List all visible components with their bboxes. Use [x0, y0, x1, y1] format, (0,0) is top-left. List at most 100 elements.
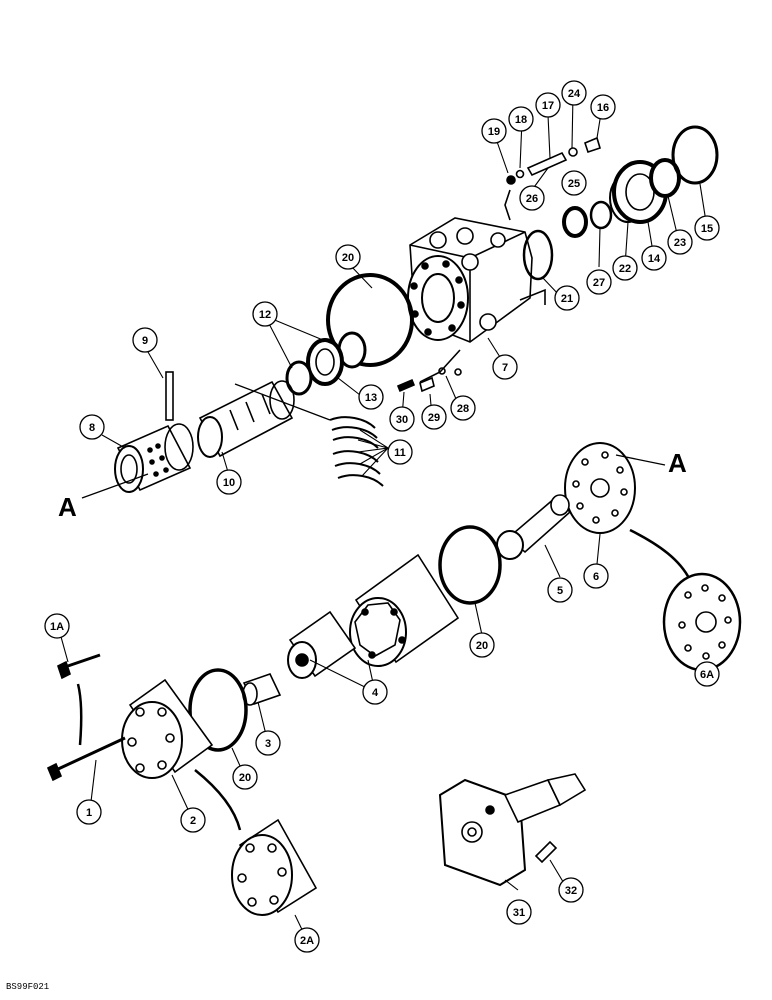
svg-text:10: 10 — [223, 477, 235, 489]
callout-27: 27 — [586, 269, 612, 295]
svg-text:12: 12 — [259, 309, 271, 321]
callout-25: 25 — [561, 170, 587, 196]
callout-22: 22 — [612, 255, 638, 281]
callout-2: 2 — [180, 807, 206, 833]
o-ring-lower — [188, 668, 248, 752]
o-ring-18 — [515, 169, 525, 179]
callout-29: 29 — [421, 404, 447, 430]
svg-text:21: 21 — [561, 293, 573, 305]
callout-30: 30 — [389, 406, 415, 432]
bearing-race-inner — [285, 360, 313, 396]
svg-text:4: 4 — [372, 687, 379, 699]
seal-23 — [649, 158, 681, 198]
callout-bubbles: 1 1A 2 2A 3 4 5 6 6A 7 8 9 10 11 12 13 1… — [44, 80, 720, 953]
relief-valve-17 — [526, 151, 568, 177]
ball-28 — [438, 367, 446, 375]
callout-3: 3 — [255, 730, 281, 756]
callout-28: 28 — [450, 395, 476, 421]
svg-text:13: 13 — [365, 392, 377, 404]
svg-text:2A: 2A — [300, 935, 314, 947]
svg-text:22: 22 — [619, 263, 631, 275]
svg-text:20: 20 — [476, 640, 488, 652]
gerotor-rotor — [287, 610, 357, 679]
svg-text:5: 5 — [557, 585, 563, 597]
callout-1a: 1A — [44, 613, 70, 639]
callout-9: 9 — [132, 327, 158, 353]
o-ring-upper — [326, 273, 414, 367]
callout-6: 6 — [583, 563, 609, 589]
gerotor-ring — [349, 553, 460, 667]
callout-8: 8 — [79, 414, 105, 440]
svg-text:28: 28 — [457, 403, 469, 415]
o-ring-middle — [438, 525, 502, 605]
section-mark-a-right: A — [668, 448, 687, 478]
callout-11: 11 — [387, 439, 413, 465]
svg-text:1: 1 — [86, 807, 92, 819]
svg-text:17: 17 — [542, 100, 554, 112]
callout-21: 21 — [554, 285, 580, 311]
svg-text:20: 20 — [239, 772, 251, 784]
callout-16: 16 — [590, 94, 616, 120]
end-cap — [121, 678, 214, 779]
callout-14: 14 — [641, 245, 667, 271]
callout-6a: 6A — [694, 661, 720, 687]
centering-springs — [329, 416, 384, 487]
svg-text:31: 31 — [513, 907, 525, 919]
figure-reference: BS99F021 — [6, 982, 50, 992]
svg-text:30: 30 — [396, 414, 408, 426]
callout-17: 17 — [535, 92, 561, 118]
svg-text:6: 6 — [593, 571, 599, 583]
svg-text:20: 20 — [342, 252, 354, 264]
plate-6 — [564, 442, 636, 534]
seal-26 — [562, 206, 588, 238]
callout-20-upper: 20 — [335, 244, 361, 270]
spool-sleeve — [114, 423, 194, 493]
callout-18: 18 — [508, 106, 534, 132]
svg-text:24: 24 — [568, 88, 581, 100]
svg-text:16: 16 — [597, 102, 609, 114]
plug-16 — [584, 136, 601, 154]
svg-text:11: 11 — [394, 447, 406, 459]
hydraulic-motor — [438, 773, 587, 887]
svg-text:2: 2 — [190, 815, 196, 827]
valve-housing — [407, 217, 546, 343]
callout-2a: 2A — [294, 927, 320, 953]
cross-pin — [165, 371, 174, 421]
callout-10: 10 — [216, 469, 242, 495]
svg-text:23: 23 — [674, 237, 686, 249]
callout-7: 7 — [492, 354, 518, 380]
callout-23: 23 — [667, 229, 693, 255]
svg-text:3: 3 — [265, 738, 271, 750]
callout-20-lower: 20 — [232, 764, 258, 790]
check-valve-30 — [396, 378, 416, 393]
svg-text:29: 29 — [428, 412, 440, 424]
svg-text:25: 25 — [568, 178, 580, 190]
svg-text:18: 18 — [515, 114, 527, 126]
callout-4: 4 — [362, 679, 388, 705]
svg-text:14: 14 — [648, 253, 661, 265]
svg-text:1A: 1A — [50, 621, 64, 633]
callout-5: 5 — [547, 577, 573, 603]
svg-text:19: 19 — [488, 126, 500, 138]
o-ring-24 — [568, 147, 578, 157]
spool — [197, 380, 295, 458]
callout-26: 26 — [519, 185, 545, 211]
drive-shaft — [496, 494, 572, 560]
callout-31: 31 — [506, 899, 532, 925]
svg-text:27: 27 — [593, 277, 605, 289]
plate-6a — [662, 572, 742, 672]
svg-text:32: 32 — [565, 885, 577, 897]
end-cap-2a — [231, 818, 318, 916]
bolt-1 — [46, 736, 126, 782]
callout-19: 19 — [481, 118, 507, 144]
svg-text:15: 15 — [701, 223, 713, 235]
callout-12: 12 — [252, 301, 278, 327]
spacer — [242, 673, 282, 706]
callout-13: 13 — [358, 384, 384, 410]
svg-text:6A: 6A — [700, 669, 714, 681]
bolt-32 — [534, 840, 558, 864]
callout-15: 15 — [694, 215, 720, 241]
section-mark-a-left: A — [58, 492, 77, 522]
svg-text:9: 9 — [142, 335, 148, 347]
